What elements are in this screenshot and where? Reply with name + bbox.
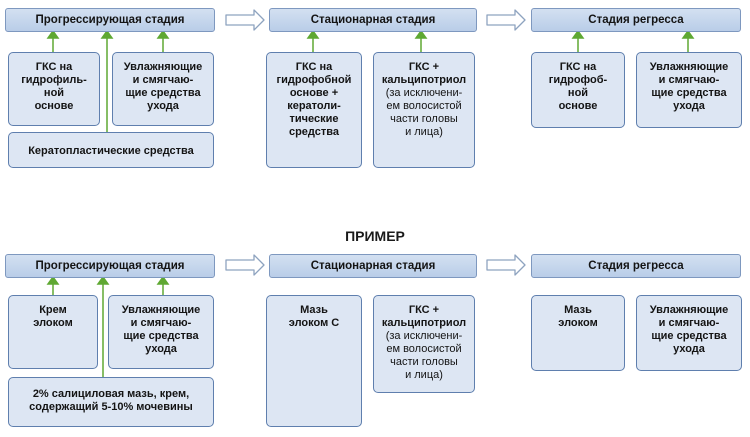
connector-arrowhead — [100, 29, 114, 39]
treatment-box-wide: 2% салициловая мазь, крем, содержащий 5-… — [8, 377, 214, 427]
treatment-box: Крем элоком — [8, 295, 98, 369]
treatment-label: ГКС + кальципотриол — [381, 304, 467, 329]
treatment-box: Увлажняющие и смягчаю- щие средства уход… — [636, 52, 742, 128]
stage-arrow — [486, 9, 526, 31]
treatment-box: Увлажняющие и смягчаю- щие средства уход… — [108, 295, 214, 369]
treatment-box: ГКС на гидрофиль- ной основе — [8, 52, 100, 126]
example-title: ПРИМЕР — [345, 228, 405, 244]
stage-header-progressive: Прогрессирующая стадия — [5, 254, 215, 278]
treatment-box: Мазь элоком С — [266, 295, 362, 427]
connector-arrowhead — [681, 29, 695, 39]
treatment-box: ГКС на гидрофоб- ной основе — [531, 52, 625, 128]
connector-arrowhead — [46, 275, 60, 285]
stage-header-regression: Стадия регресса — [531, 8, 741, 32]
connector-arrowhead — [156, 29, 170, 39]
treatment-note: (за исключени- ем волосистой части голов… — [385, 87, 463, 138]
stage-header-progressive: Прогрессирующая стадия — [5, 8, 215, 32]
treatment-box: ГКС на гидрофобной основе + кератоли- ти… — [266, 52, 362, 168]
treatment-note: (за исключени- ем волосистой части голов… — [385, 330, 463, 381]
treatment-box: Мазь элоком — [531, 295, 625, 371]
connector-arrowhead — [46, 29, 60, 39]
stage-header-regression: Стадия регресса — [531, 254, 741, 278]
connector-arrowhead — [306, 29, 320, 39]
treatment-box: Увлажняющие и смягчаю- щие средства уход… — [112, 52, 214, 126]
connector-arrowhead — [571, 29, 585, 39]
connector-arrowhead — [414, 29, 428, 39]
stage-arrow — [225, 254, 265, 276]
treatment-box: ГКС + кальципотриол (за исключени- ем во… — [373, 52, 475, 168]
stage-arrow — [486, 254, 526, 276]
treatment-label: ГКС + кальципотриол — [381, 61, 467, 86]
stage-arrow — [225, 9, 265, 31]
stage-header-stationary: Стационарная стадия — [269, 8, 477, 32]
treatment-box-wide: Кератопластические средства — [8, 132, 214, 168]
treatment-box: ГКС + кальципотриол (за исключени- ем во… — [373, 295, 475, 393]
connector-arrowhead — [96, 275, 110, 285]
connector-arrowhead — [156, 275, 170, 285]
stage-header-stationary: Стационарная стадия — [269, 254, 477, 278]
treatment-box: Увлажняющие и смягчаю- щие средства уход… — [636, 295, 742, 371]
